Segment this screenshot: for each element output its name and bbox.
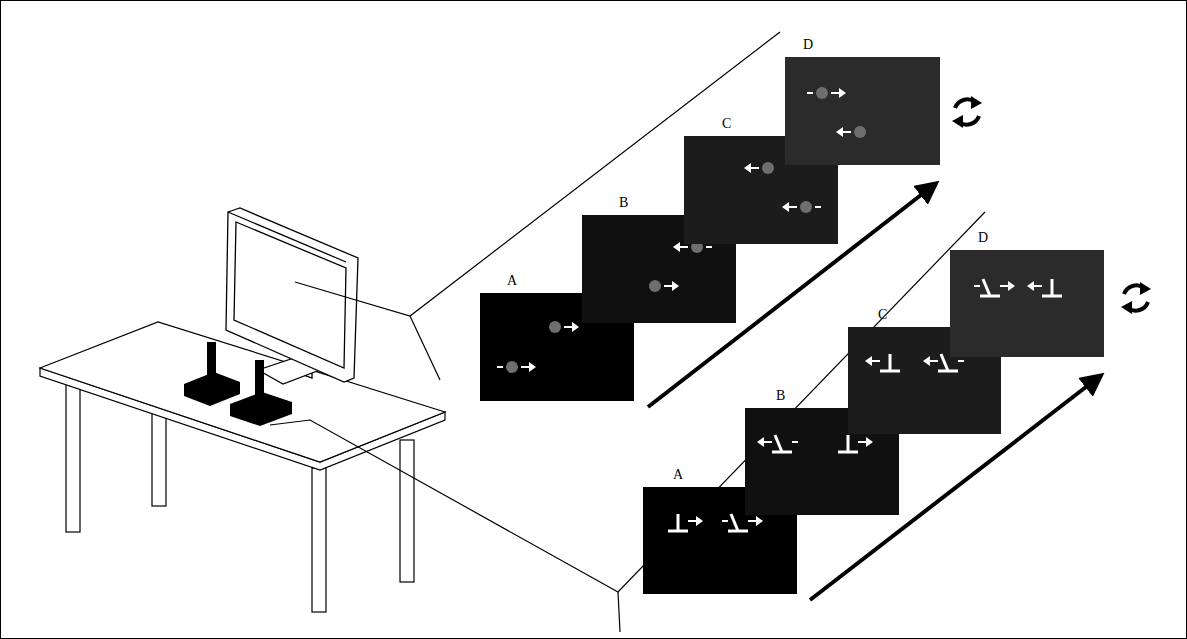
stimulus-glyphs xyxy=(950,250,1104,357)
cycle-icon xyxy=(952,96,982,128)
panel-letter: C xyxy=(722,117,731,131)
panel-letter: A xyxy=(507,274,517,288)
monitor xyxy=(226,208,358,384)
stimulus-panel: D xyxy=(785,57,940,165)
stimulus-panel: D xyxy=(950,250,1104,357)
panel-letter: B xyxy=(619,196,628,210)
panel-letter: A xyxy=(673,468,683,482)
stimulus-glyphs xyxy=(785,57,940,165)
panel-letter: D xyxy=(978,231,988,245)
table-top xyxy=(40,322,445,470)
joysticks xyxy=(184,342,292,426)
panel-letter: D xyxy=(803,38,813,52)
panel-letter: C xyxy=(878,308,887,322)
cycle-icon xyxy=(1121,282,1151,314)
panel-letter: B xyxy=(776,389,785,403)
